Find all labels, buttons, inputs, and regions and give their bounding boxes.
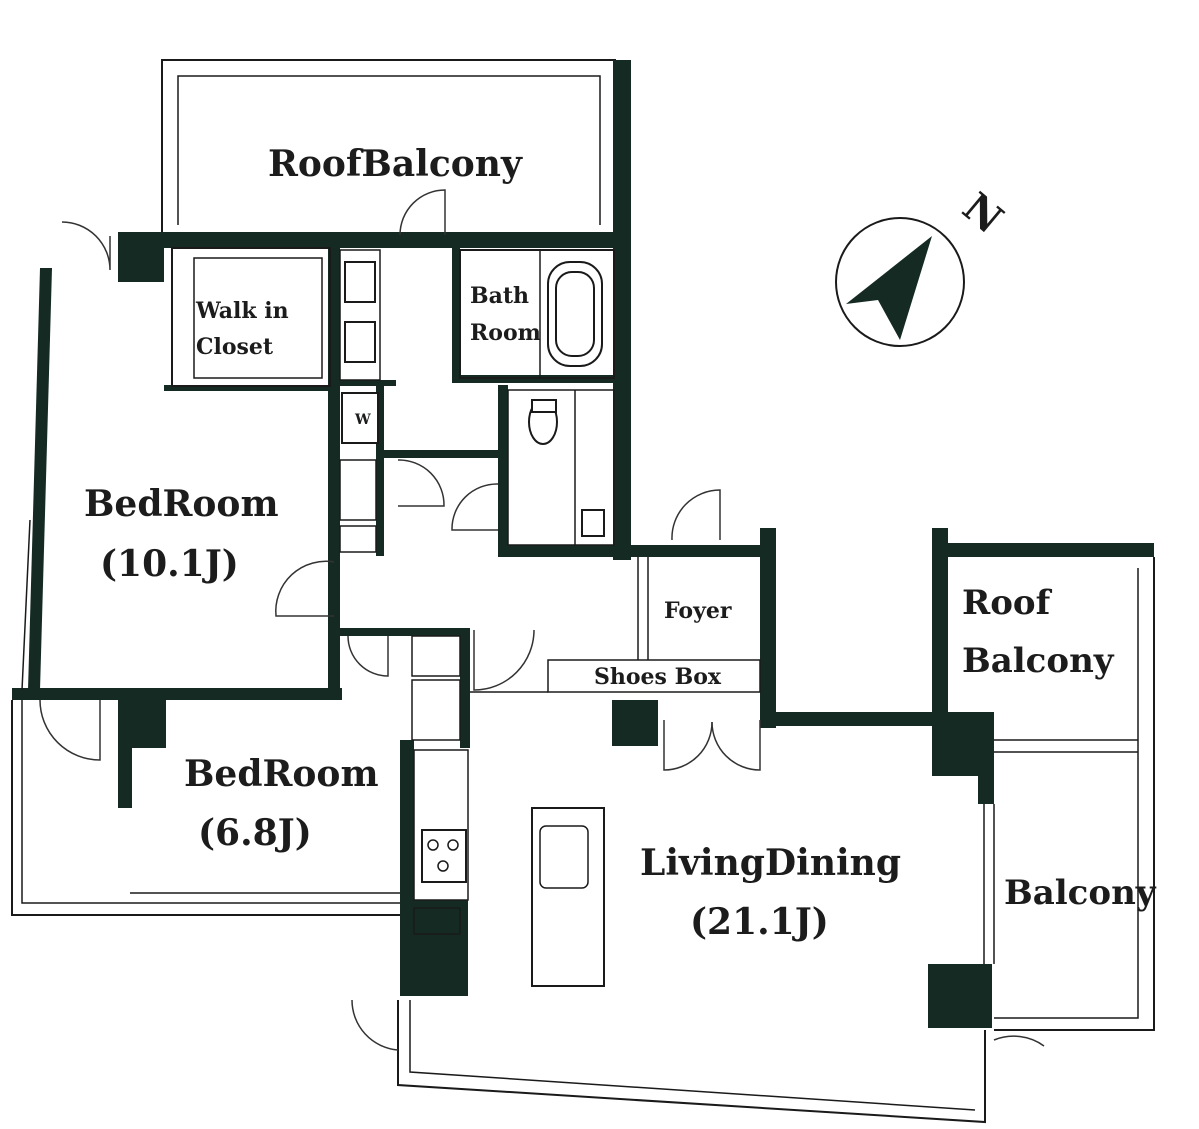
room-label-shoes-box: Shoes Box [594,664,722,690]
walls [12,60,1154,1028]
room-label-bedroom-2-size: (6.8J) [198,812,312,854]
room-label-roof-balcony-right-2: Balcony [962,641,1115,681]
fixtures [341,261,605,883]
room-label-bath-2: Room [470,320,541,346]
room-label-washer: W [354,412,371,428]
kitchen-island [531,807,605,987]
room-label-bedroom-1-size: (10.1J) [100,543,239,585]
labels: RoofBalcony Walk in Closet Bath Room W B… [84,143,1157,943]
room-label-bedroom-1: BedRoom [84,483,279,525]
compass-arrow-icon [846,236,932,340]
room-label-balcony: Balcony [1004,873,1157,913]
room-label-bedroom-2: BedRoom [184,753,379,795]
compass-north-label: N [954,184,1012,244]
room-label-bath-1: Bath [470,283,529,309]
outline-lines [11,247,1155,1124]
washer-box [341,392,379,444]
stove [421,829,467,883]
room-label-roof-balcony-top: RoofBalcony [268,143,523,185]
room-label-living-dining-size: (21.1J) [690,901,829,943]
vanity-sink [344,261,376,303]
room-label-living-dining: LivingDining [640,842,901,884]
room-label-roof-balcony-right-1: Roof [962,583,1053,623]
room-label-foyer: Foyer [664,598,732,624]
room-label-walk-in-closet-2: Closet [196,334,274,360]
doors [39,189,1045,1051]
room-label-walk-in-closet-1: Walk in [195,298,289,324]
compass: N [835,184,1012,347]
